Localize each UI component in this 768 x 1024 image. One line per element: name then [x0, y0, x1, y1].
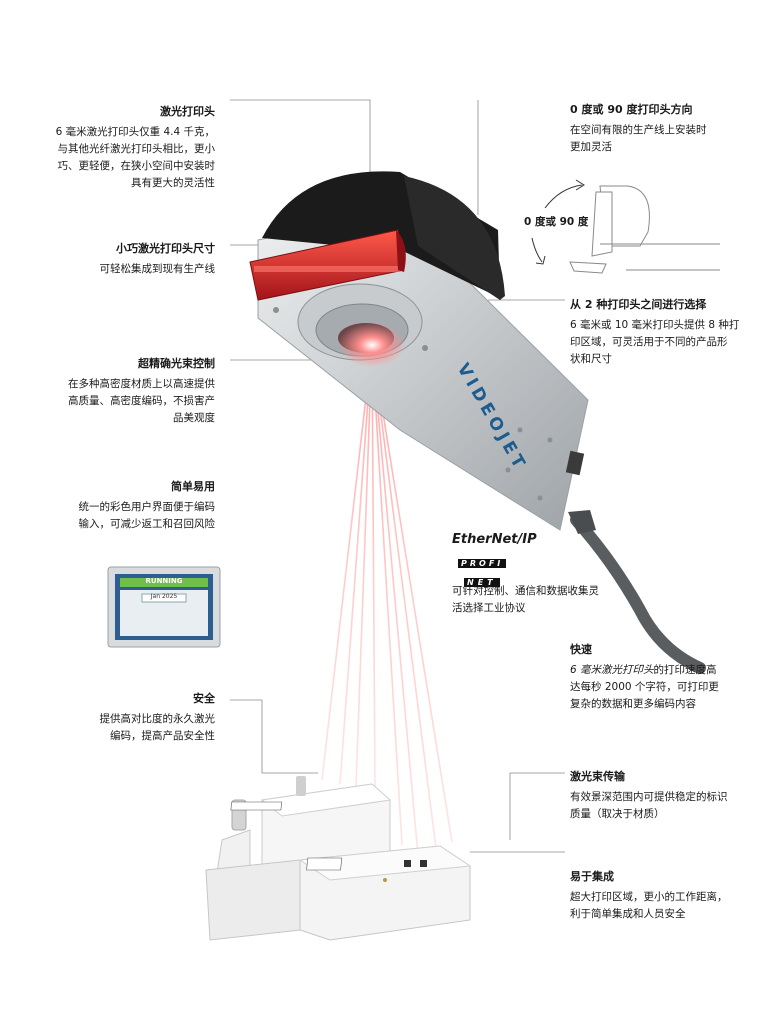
- callout-easy-use: 简单易用 统一的彩色用户界面便于编码 输入，可减少返工和召回风险: [30, 478, 216, 533]
- callout-body: 可针对控制、通信和数据收集灵 活选择工业协议: [452, 585, 599, 614]
- callout-body: 提供高对比度的永久激光 编码，提高产品安全性: [99, 713, 216, 742]
- callout-body: 可轻松集成到现有生产线: [99, 263, 216, 275]
- callout-title: 激光打印头: [160, 105, 215, 118]
- ui-controller: [107, 566, 221, 648]
- callout-lines: [230, 99, 565, 853]
- callout-title: 从 2 种打印头之间进行选择: [570, 298, 707, 311]
- callout-title: 小巧激光打印头尺寸: [116, 242, 215, 255]
- callout-title: 易于集成: [570, 870, 614, 883]
- callout-body-rest: 的打印速度高 达每秒 2000 个字符，可打印更 复杂的数据和更多编码内容: [570, 664, 719, 710]
- callout-title: 简单易用: [171, 480, 215, 493]
- profinet-logo-top: PROFI: [458, 559, 507, 568]
- callout-laser-head: 激光打印头 6 毫米激光打印头仅重 4.4 千克， 与其他光纤激光打印头相比，更…: [30, 103, 215, 192]
- profinet-logo-bottom: NET: [464, 578, 500, 587]
- callout-body: 6 毫米激光打印头仅重 4.4 千克， 与其他光纤激光打印头相比，更小 巧、更轻…: [55, 126, 215, 189]
- callout-body: 超大打印区域，更小的工作距离， 利于简单集成和人员安全: [570, 891, 728, 920]
- laser-beams: [321, 344, 453, 856]
- callout-body: 6 毫米激光打印头的打印速度高 达每秒 2000 个字符，可打印更 复杂的数据和…: [570, 662, 760, 713]
- ui-date-field: Jan 2025: [150, 593, 178, 600]
- ethernet-ip-logo: EtherNet/IP: [452, 532, 537, 547]
- callout-body: 6 毫米或 10 毫米打印头提供 8 种打 印区域，可灵活用于不同的产品形 状和…: [570, 319, 740, 365]
- callout-title: 超精确光束控制: [138, 357, 215, 370]
- callout-body-emphasis: 6 毫米激光打印头: [570, 664, 654, 676]
- callout-title: 激光束传输: [570, 770, 625, 783]
- callout-body: 有效景深范围内可提供稳定的标识 质量（取决于材质）: [570, 791, 728, 820]
- callout-integration: 易于集成 超大打印区域，更小的工作距离， 利于简单集成和人员安全: [570, 868, 760, 923]
- callout-body: 在多种高密度材质上以高速提供 高质量、高密度编码，不损害产 品美观度: [68, 378, 215, 424]
- laser-head: [249, 171, 706, 674]
- callout-beam-control: 超精确光束控制 在多种高密度材质上以高速提供 高质量、高密度编码，不损害产 品美…: [30, 355, 215, 427]
- callout-two-heads: 从 2 种打印头之间进行选择 6 毫米或 10 毫米打印头提供 8 种打 印区域…: [570, 296, 760, 368]
- orientation-diagram: [531, 179, 720, 274]
- orientation-diagram-label: 0 度或 90 度: [524, 216, 589, 228]
- callout-protocols: 可针对控制、通信和数据收集灵 活选择工业协议: [452, 583, 622, 617]
- callout-body: 在空间有限的生产线上安装时 更加灵活: [570, 124, 707, 153]
- ui-status-label: RUNNING: [145, 577, 183, 585]
- profinet-logo: PROFI NET: [458, 551, 518, 589]
- callout-fast: 快速 6 毫米激光打印头的打印速度高 达每秒 2000 个字符，可打印更 复杂的…: [570, 641, 760, 713]
- callout-title: 0 度或 90 度打印头方向: [570, 103, 693, 116]
- product-target: [205, 776, 472, 941]
- callout-body: 统一的彩色用户界面便于编码 输入，可减少返工和召回风险: [78, 501, 216, 530]
- callout-title: 安全: [193, 692, 215, 705]
- callout-orientation: 0 度或 90 度打印头方向 在空间有限的生产线上安装时 更加灵活: [570, 101, 760, 156]
- callout-title: 快速: [570, 643, 592, 656]
- callout-beam-transfer: 激光束传输 有效景深范围内可提供稳定的标识 质量（取决于材质）: [570, 768, 760, 823]
- callout-safety: 安全 提供高对比度的永久激光 编码，提高产品安全性: [30, 690, 216, 745]
- callout-compact-size: 小巧激光打印头尺寸 可轻松集成到现有生产线: [30, 240, 216, 278]
